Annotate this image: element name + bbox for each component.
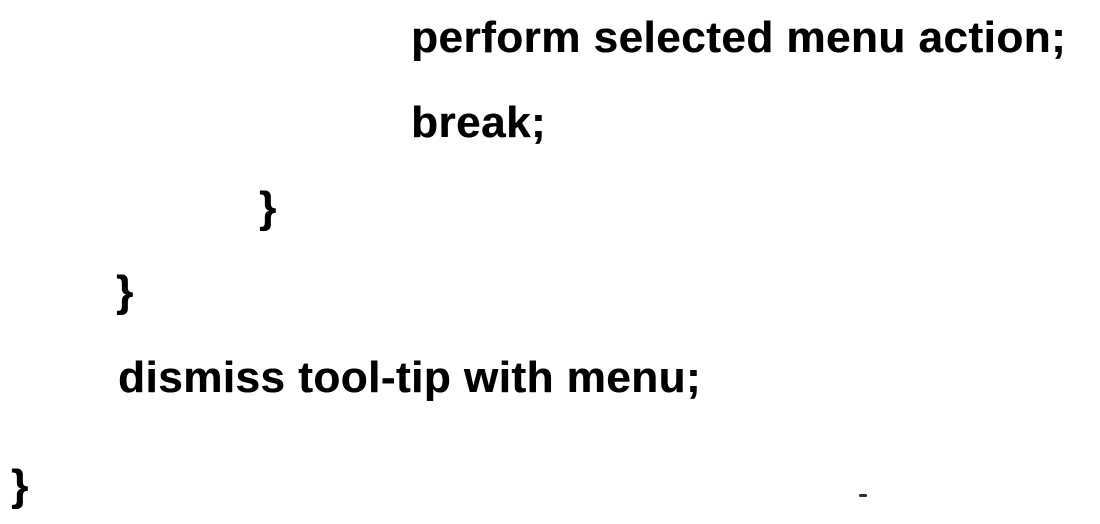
closing-brace-inner: } bbox=[259, 183, 277, 232]
code-line-perform-action: perform selected menu action; bbox=[411, 13, 1067, 62]
closing-brace-outer: } bbox=[11, 461, 29, 510]
scan-artifact-speck bbox=[859, 494, 867, 497]
code-line-dismiss-tooltip: dismiss tool-tip with menu; bbox=[118, 353, 702, 402]
code-line-break: break; bbox=[411, 98, 547, 147]
closing-brace-middle: } bbox=[116, 267, 134, 316]
